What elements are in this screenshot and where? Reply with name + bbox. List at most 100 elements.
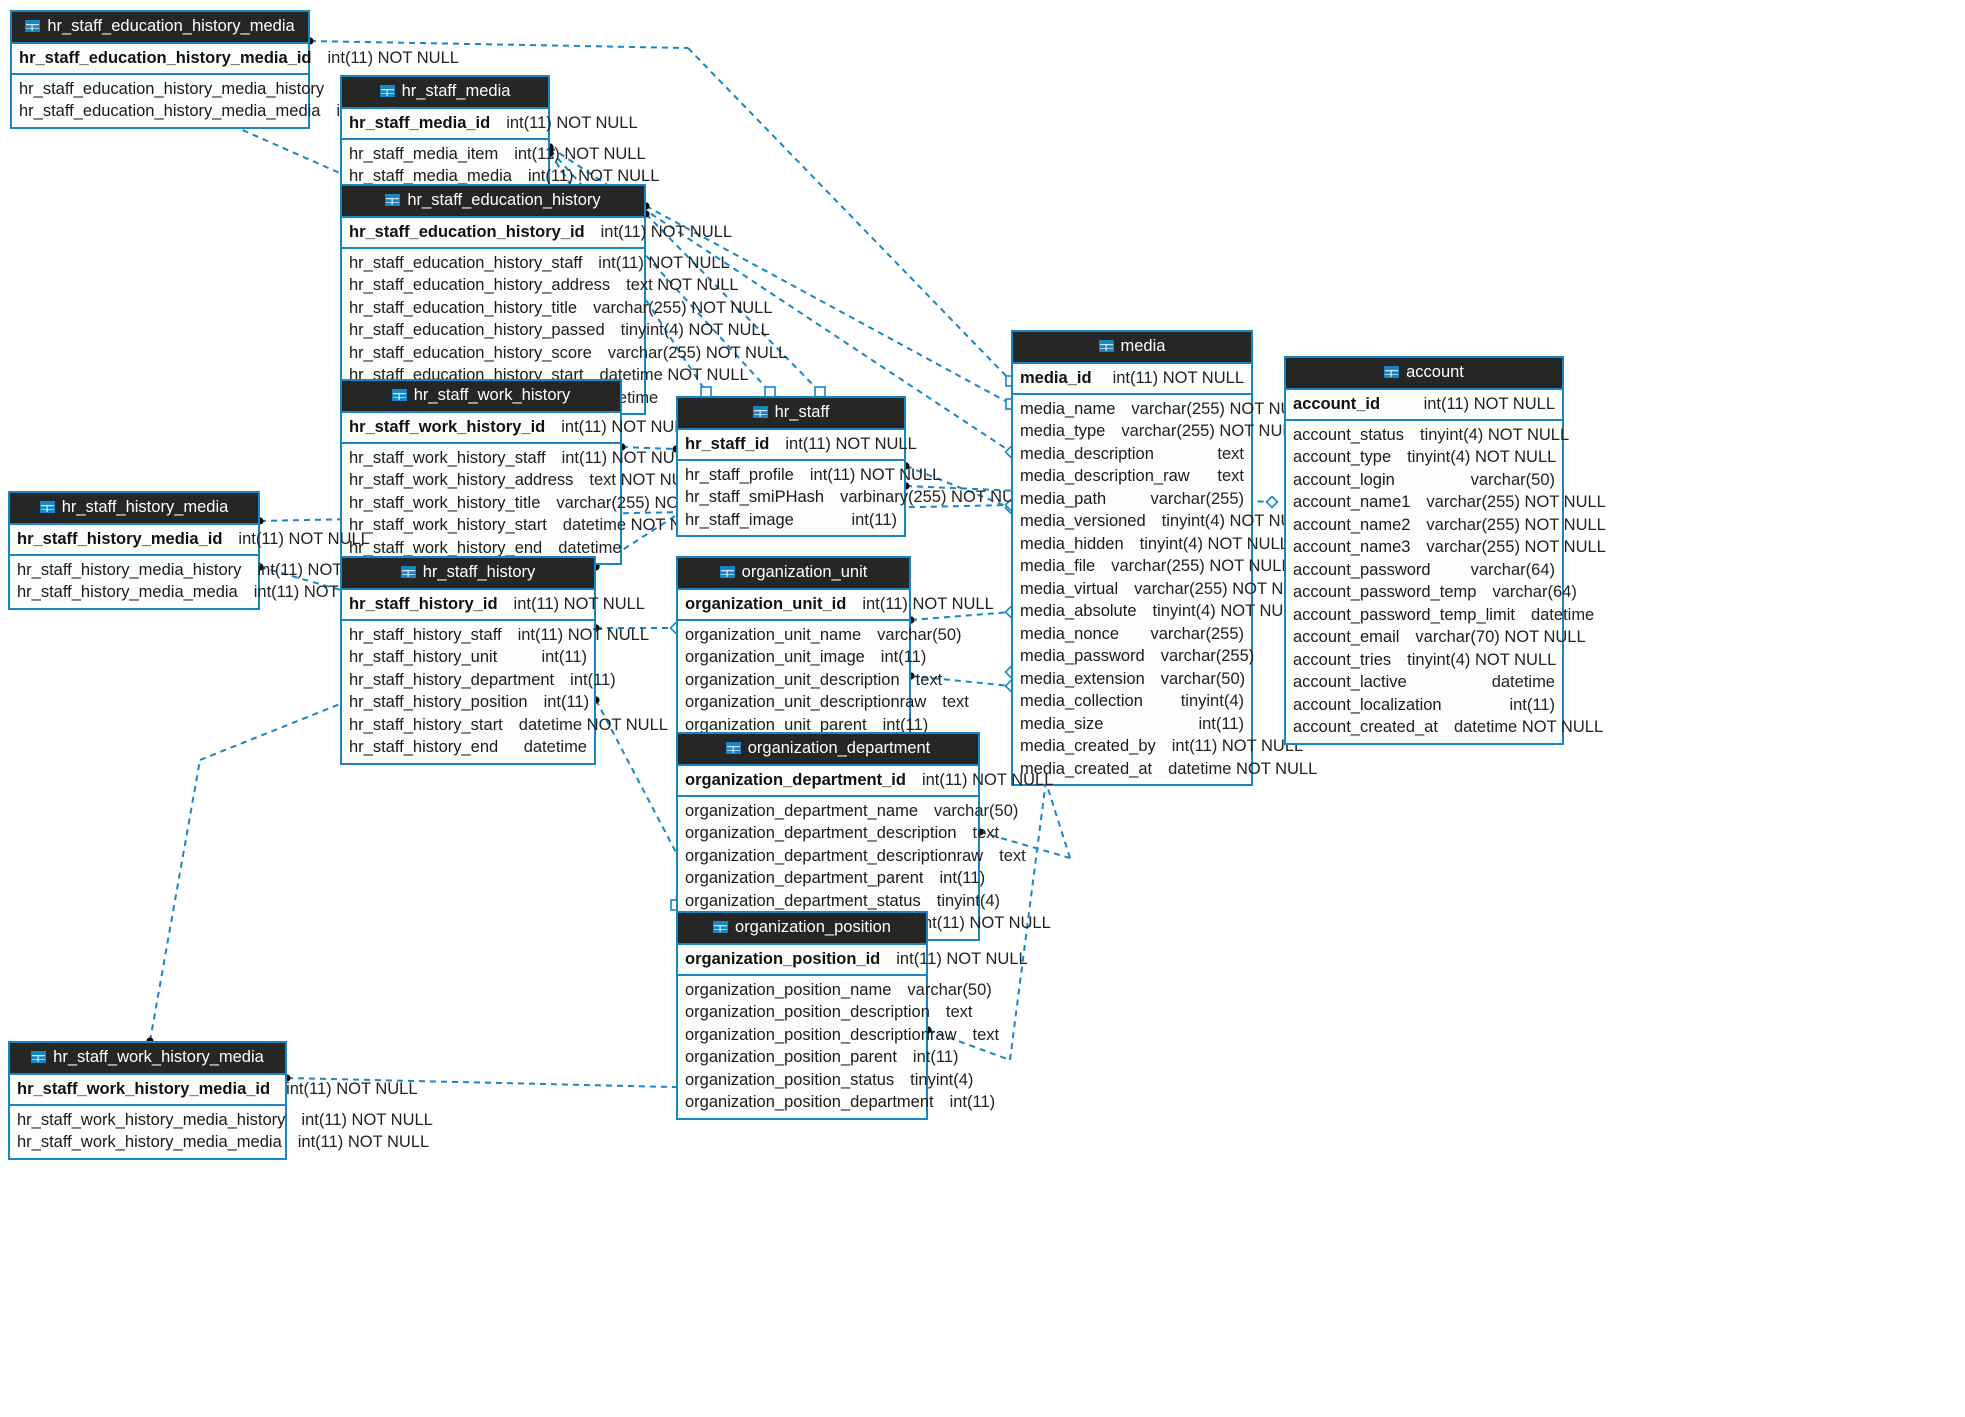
entity-title-bar[interactable]: hr_staff_work_history_media xyxy=(10,1043,285,1075)
entity-title-bar[interactable]: organization_unit xyxy=(678,558,909,590)
entity-title-bar[interactable]: hr_staff_work_history xyxy=(342,381,620,413)
entity-title-bar[interactable]: hr_staff_education_history_media xyxy=(12,12,308,44)
entity-title-bar[interactable]: hr_staff xyxy=(678,398,904,430)
entity-title-bar[interactable]: hr_staff_history_media xyxy=(10,493,258,525)
entity-title-bar[interactable]: hr_staff_education_history xyxy=(342,186,644,218)
column-row[interactable]: hr_staff_education_history_media_mediain… xyxy=(12,100,468,122)
entity-title-bar[interactable]: hr_staff_history xyxy=(342,558,594,590)
entity-title-bar[interactable]: media xyxy=(1013,332,1251,364)
entity-title-bar[interactable]: hr_staff_media xyxy=(342,77,548,109)
entity-title-bar[interactable]: organization_position xyxy=(678,913,926,945)
entity-title-bar[interactable]: account xyxy=(1286,358,1562,390)
column-row[interactable]: hr_staff_education_history_media_history… xyxy=(12,78,472,100)
